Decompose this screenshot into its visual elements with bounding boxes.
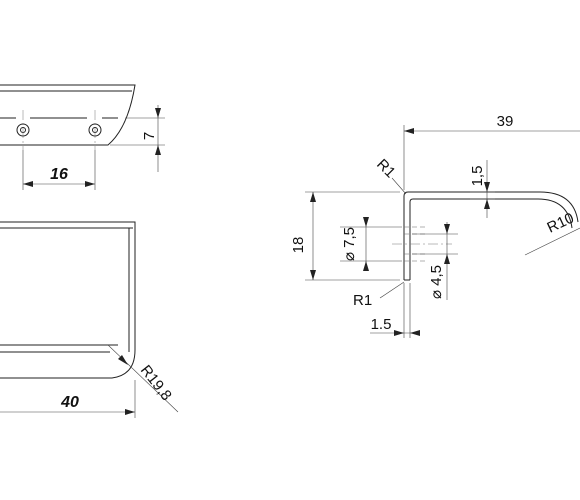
dim-7-label: 7 [141, 132, 158, 140]
dia75-label: ⌀ 7,5 [341, 227, 358, 261]
dim-16-label: 16 [50, 166, 68, 183]
dim-15-top-arrow-1 [484, 182, 490, 192]
r10-label: R10 [545, 210, 577, 237]
side-view-profile-outer [403, 191, 579, 280]
dim-40-arrow-right [125, 409, 135, 415]
dim-15-top-label: 1,5 [469, 166, 486, 187]
r1-top-label: R1 [373, 156, 399, 182]
dim-16-arrow-right [85, 181, 95, 187]
top-view-outline [0, 84, 136, 146]
r1-bottom-label: R1 [353, 292, 372, 309]
r1-top-leader [391, 177, 407, 195]
dim-39-label: 39 [497, 113, 514, 130]
dia75-arrow-top [363, 217, 369, 227]
dim-18-label: 18 [290, 237, 307, 254]
dim-39-arrow-left [404, 128, 414, 134]
dia45-label: ⌀ 4,5 [428, 265, 445, 299]
dim-15-bottom-arrow-1 [394, 330, 404, 336]
r198-label: R19,8 [137, 362, 175, 404]
r10-leader [524, 227, 580, 256]
dim-7-arrow-bottom [155, 145, 161, 155]
dia45-arrow-top [444, 224, 450, 234]
front-view-outline [0, 221, 136, 379]
dia75-arrow-bottom [363, 261, 369, 271]
side-view-profile-inner [409, 198, 573, 280]
dim-15-top-arrow-2 [484, 199, 490, 209]
front-view: 40 R19,8 [0, 221, 179, 418]
dim-16-arrow-left [23, 181, 33, 187]
dim-18-arrow-top [310, 192, 316, 202]
dia45-arrow-bottom [444, 254, 450, 264]
r198-arrow [118, 355, 128, 365]
dim-40-label: 40 [60, 394, 79, 411]
dim-7-arrow-top [155, 108, 161, 118]
dim-15-bottom-arrow-2 [410, 330, 420, 336]
r1-bottom-leader [379, 281, 405, 299]
top-view: 16 7 [0, 84, 165, 190]
dim-15-bottom-label: 1.5 [371, 316, 392, 333]
r198-leader [107, 344, 179, 413]
side-view: 39 18 1,5 1.5 R1 R1 ⌀ 7,5 [290, 113, 580, 338]
dim-18-arrow-bottom [310, 270, 316, 280]
